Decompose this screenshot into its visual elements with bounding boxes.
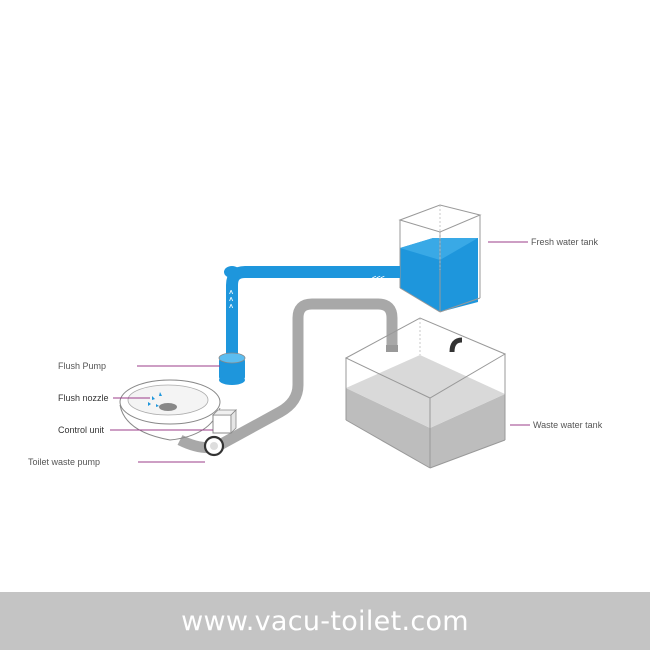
svg-text:˄: ˄: [229, 296, 233, 304]
footer-banner: www.vacu-toilet.com: [0, 592, 650, 650]
svg-text:˄: ˄: [229, 289, 233, 297]
toilet-waste-pump: [203, 435, 225, 457]
label-flush-pump: Flush Pump: [58, 361, 107, 371]
fresh-water-pipe: [224, 266, 400, 355]
website-url[interactable]: www.vacu-toilet.com: [181, 605, 469, 637]
toilet-bowl: [119, 379, 221, 441]
waste-flow-arrow: >>>: [336, 312, 349, 320]
leader-lines: [110, 241, 530, 463]
fresh-flow-arrow: <<<: [372, 274, 385, 282]
label-flush-nozzle: Flush nozzle: [58, 393, 109, 403]
label-waste-water-tank: Waste water tank: [533, 420, 603, 430]
flush-pump: [218, 352, 246, 385]
fresh-pipe-vertical-arrows: ˄ ˄ ˄: [229, 289, 233, 311]
label-control-unit: Control unit: [58, 425, 105, 435]
label-fresh-water-tank: Fresh water tank: [531, 237, 599, 247]
svg-text:˄: ˄: [229, 303, 233, 311]
label-toilet-waste-pump: Toilet waste pump: [28, 457, 101, 467]
control-unit: [212, 409, 237, 434]
waste-water-tank: [344, 317, 507, 469]
fresh-water-tank: [398, 204, 482, 313]
